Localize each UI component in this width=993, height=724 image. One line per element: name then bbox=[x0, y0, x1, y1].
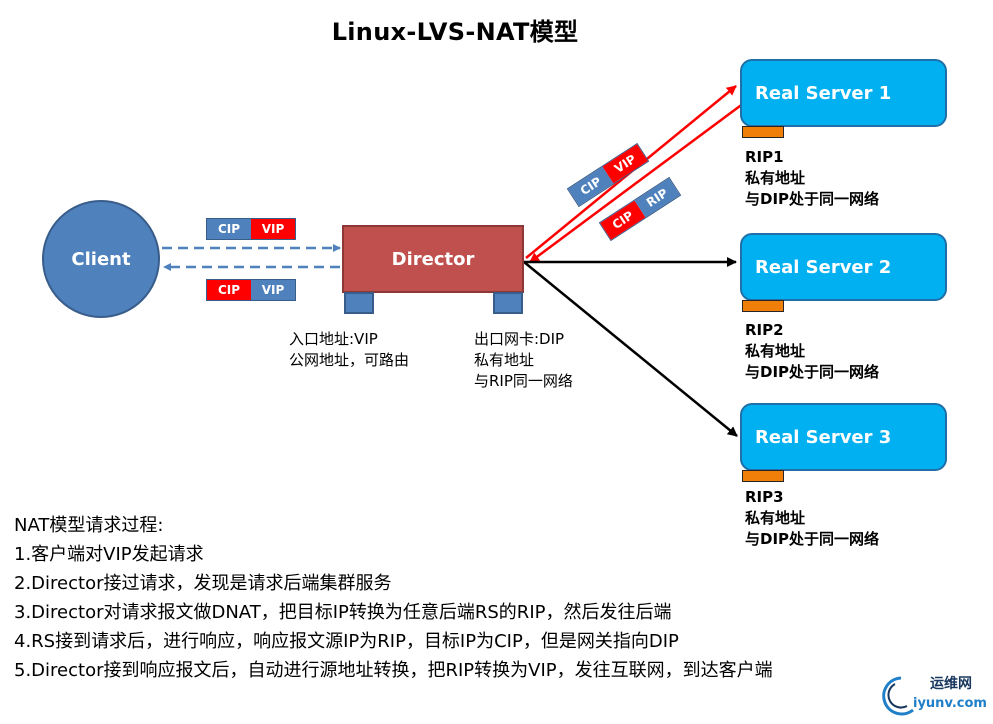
network-note: 与DIP处于同一网络 bbox=[745, 190, 880, 208]
ingress-public-note: 公网地址，可路由 bbox=[289, 351, 410, 369]
watermark-cn: 运维网 bbox=[930, 676, 972, 692]
watermark-en: iyunv.com bbox=[913, 696, 987, 711]
egress-private-note: 私有地址 bbox=[474, 351, 535, 369]
packet-cip: CIP bbox=[207, 280, 251, 300]
real-server-2-info: RIP2 私有地址 与DIP处于同一网络 bbox=[745, 320, 879, 383]
egress-network-note: 与RIP同一网络 bbox=[474, 372, 573, 390]
private-address-label: 私有地址 bbox=[745, 169, 806, 187]
steps-heading: NAT模型请求过程: bbox=[14, 515, 164, 536]
real-server-1-info: RIP1 私有地址 与DIP处于同一网络 bbox=[745, 147, 879, 210]
director-ingress-label: 入口地址:VIP 公网地址，可路由 bbox=[289, 329, 409, 371]
director-egress-port bbox=[493, 292, 523, 314]
step-1: 1.客户端对VIP发起请求 bbox=[14, 544, 204, 565]
packet-rip: RIP bbox=[634, 178, 680, 218]
real-server-2-port bbox=[742, 300, 784, 312]
client-node: Client bbox=[42, 200, 160, 318]
diagram-title: Linux-LVS-NAT模型 bbox=[331, 18, 579, 46]
step-3: 3.Director对请求报文做DNAT，把目标IP转换为任意后端RS的RIP，… bbox=[14, 602, 672, 623]
packet-vip: VIP bbox=[251, 280, 295, 300]
real-server-3-info: RIP3 私有地址 与DIP处于同一网络 bbox=[745, 487, 879, 550]
real-server-2: Real Server 2 bbox=[740, 233, 947, 301]
real-server-3-port bbox=[742, 470, 784, 482]
private-address-label: 私有地址 bbox=[745, 509, 806, 527]
ingress-address: 入口地址:VIP bbox=[289, 330, 378, 348]
egress-address: 出口网卡:DIP bbox=[474, 330, 565, 348]
real-server-1: Real Server 1 bbox=[740, 59, 947, 127]
rip-label: RIP1 bbox=[745, 148, 784, 166]
network-note: 与DIP处于同一网络 bbox=[745, 530, 880, 548]
client-request-packet: CIP VIP bbox=[206, 218, 296, 240]
watermark-logo-icon bbox=[882, 676, 914, 716]
step-2: 2.Director接过请求，发现是请求后端集群服务 bbox=[14, 573, 392, 594]
network-note: 与DIP处于同一网络 bbox=[745, 363, 880, 381]
rs1-to-director-red-arrow bbox=[529, 101, 745, 264]
director-egress-label: 出口网卡:DIP 私有地址 与RIP同一网络 bbox=[474, 329, 573, 392]
request-process-steps: NAT模型请求过程: 1.客户端对VIP发起请求 2.Director接过请求，… bbox=[14, 511, 773, 685]
client-response-packet: CIP VIP bbox=[206, 279, 296, 301]
packet-vip: VIP bbox=[602, 144, 648, 184]
private-address-label: 私有地址 bbox=[745, 342, 806, 360]
director-node: Director bbox=[342, 225, 524, 293]
packet-from-rs: CIP RIP bbox=[598, 176, 682, 242]
step-4: 4.RS接到请求后，进行响应，响应报文源IP为RIP，目标IP为CIP，但是网关… bbox=[14, 631, 679, 652]
step-5: 5.Director接到响应报文后，自动进行源地址转换，把RIP转换为VIP，发… bbox=[14, 660, 773, 681]
rip-label: RIP3 bbox=[745, 488, 784, 506]
director-ingress-port bbox=[344, 292, 374, 314]
packet-vip: VIP bbox=[251, 219, 295, 239]
rip-label: RIP2 bbox=[745, 321, 784, 339]
packet-cip: CIP bbox=[207, 219, 251, 239]
real-server-3: Real Server 3 bbox=[740, 403, 947, 471]
real-server-1-port bbox=[742, 126, 784, 138]
